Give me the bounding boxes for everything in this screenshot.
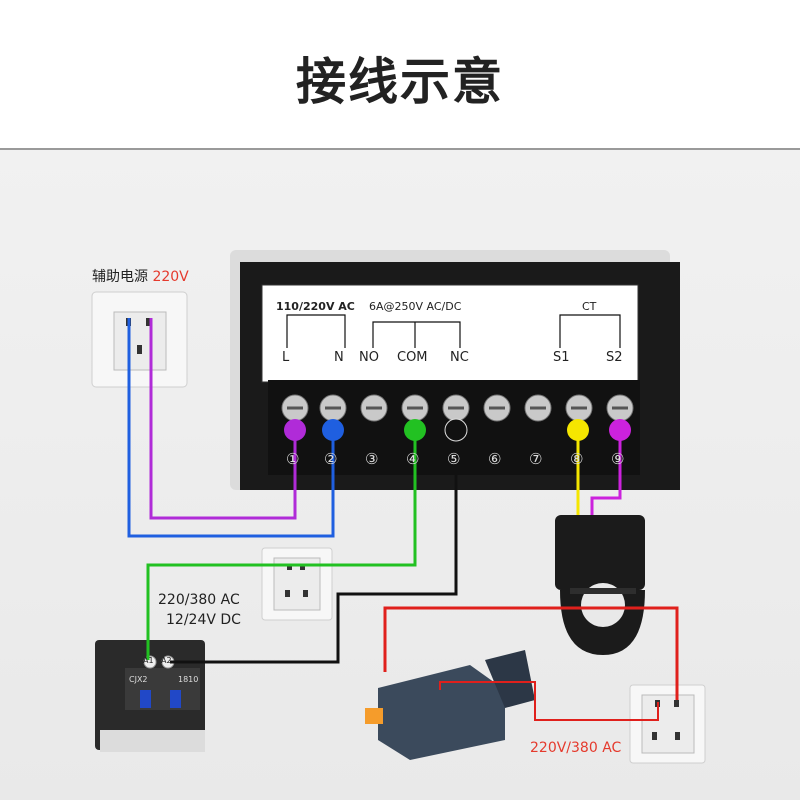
current-transformer xyxy=(555,515,645,655)
wire-blue xyxy=(127,318,335,538)
terminal-number-8: ⑧ xyxy=(570,450,584,468)
marker-8-yellow xyxy=(567,419,589,441)
wires xyxy=(127,318,679,721)
wire-red-1 xyxy=(383,606,679,700)
terminal-number-6: ⑥ xyxy=(488,450,502,468)
terminal-COM: COM xyxy=(397,350,428,365)
contactor-socket xyxy=(261,547,333,621)
terminal-N: N xyxy=(334,350,344,365)
marker-5-black xyxy=(444,418,468,442)
terminal-NC: NC xyxy=(450,350,469,365)
aux-power-voltage: 220V xyxy=(152,269,189,285)
terminal-label-plate xyxy=(261,284,639,383)
wire-magenta xyxy=(590,432,622,515)
wire-red-2 xyxy=(439,681,659,721)
aux-power-socket xyxy=(91,291,188,388)
supply-label: 110/220V AC xyxy=(276,300,355,313)
relay-label: 6A@250V AC/DC xyxy=(369,300,462,313)
wire-black xyxy=(170,432,458,664)
aux-power-label: 辅助电源 220V xyxy=(92,269,189,285)
marker-1-purple xyxy=(284,419,306,441)
wire-purple xyxy=(149,318,297,520)
terminal-number-5: ⑤ xyxy=(447,450,461,468)
terminal-NO: NO xyxy=(359,350,379,365)
load-supply-label: 220V/380 AC xyxy=(530,740,622,756)
terminal-markers xyxy=(284,418,631,442)
ct-label: CT xyxy=(582,300,597,313)
terminal-number-1: ① xyxy=(286,450,300,468)
contactor-pin-A2: A2 xyxy=(161,656,172,665)
contactor-label-2: 12/24V DC xyxy=(166,612,241,628)
terminal-number-2: ② xyxy=(324,450,338,468)
contactor-label-1: 220/380 AC xyxy=(158,592,240,608)
terminal-number-4: ④ xyxy=(406,450,420,468)
contactor xyxy=(95,640,205,752)
terminal-number-9: ⑨ xyxy=(611,450,625,468)
marker-4-green xyxy=(404,419,426,441)
terminal-L: L xyxy=(282,350,290,365)
terminal-number-3: ③ xyxy=(365,450,379,468)
marker-2-blue xyxy=(322,419,344,441)
contactor-model: CJX2 xyxy=(129,675,148,684)
marker-9-magenta xyxy=(609,419,631,441)
motor xyxy=(365,650,535,760)
terminal-screws xyxy=(281,394,634,422)
page-title: 接线示意 xyxy=(296,53,504,111)
header: 接线示意 xyxy=(0,0,800,150)
contactor-pin-A1: A1 xyxy=(143,656,154,665)
contactor-small-label: 1810 xyxy=(178,675,199,684)
terminal-S1: S1 xyxy=(553,350,570,365)
terminal-number-7: ⑦ xyxy=(529,450,543,468)
wire-green xyxy=(146,432,417,660)
load-socket xyxy=(629,684,706,764)
terminal-S2: S2 xyxy=(606,350,623,365)
